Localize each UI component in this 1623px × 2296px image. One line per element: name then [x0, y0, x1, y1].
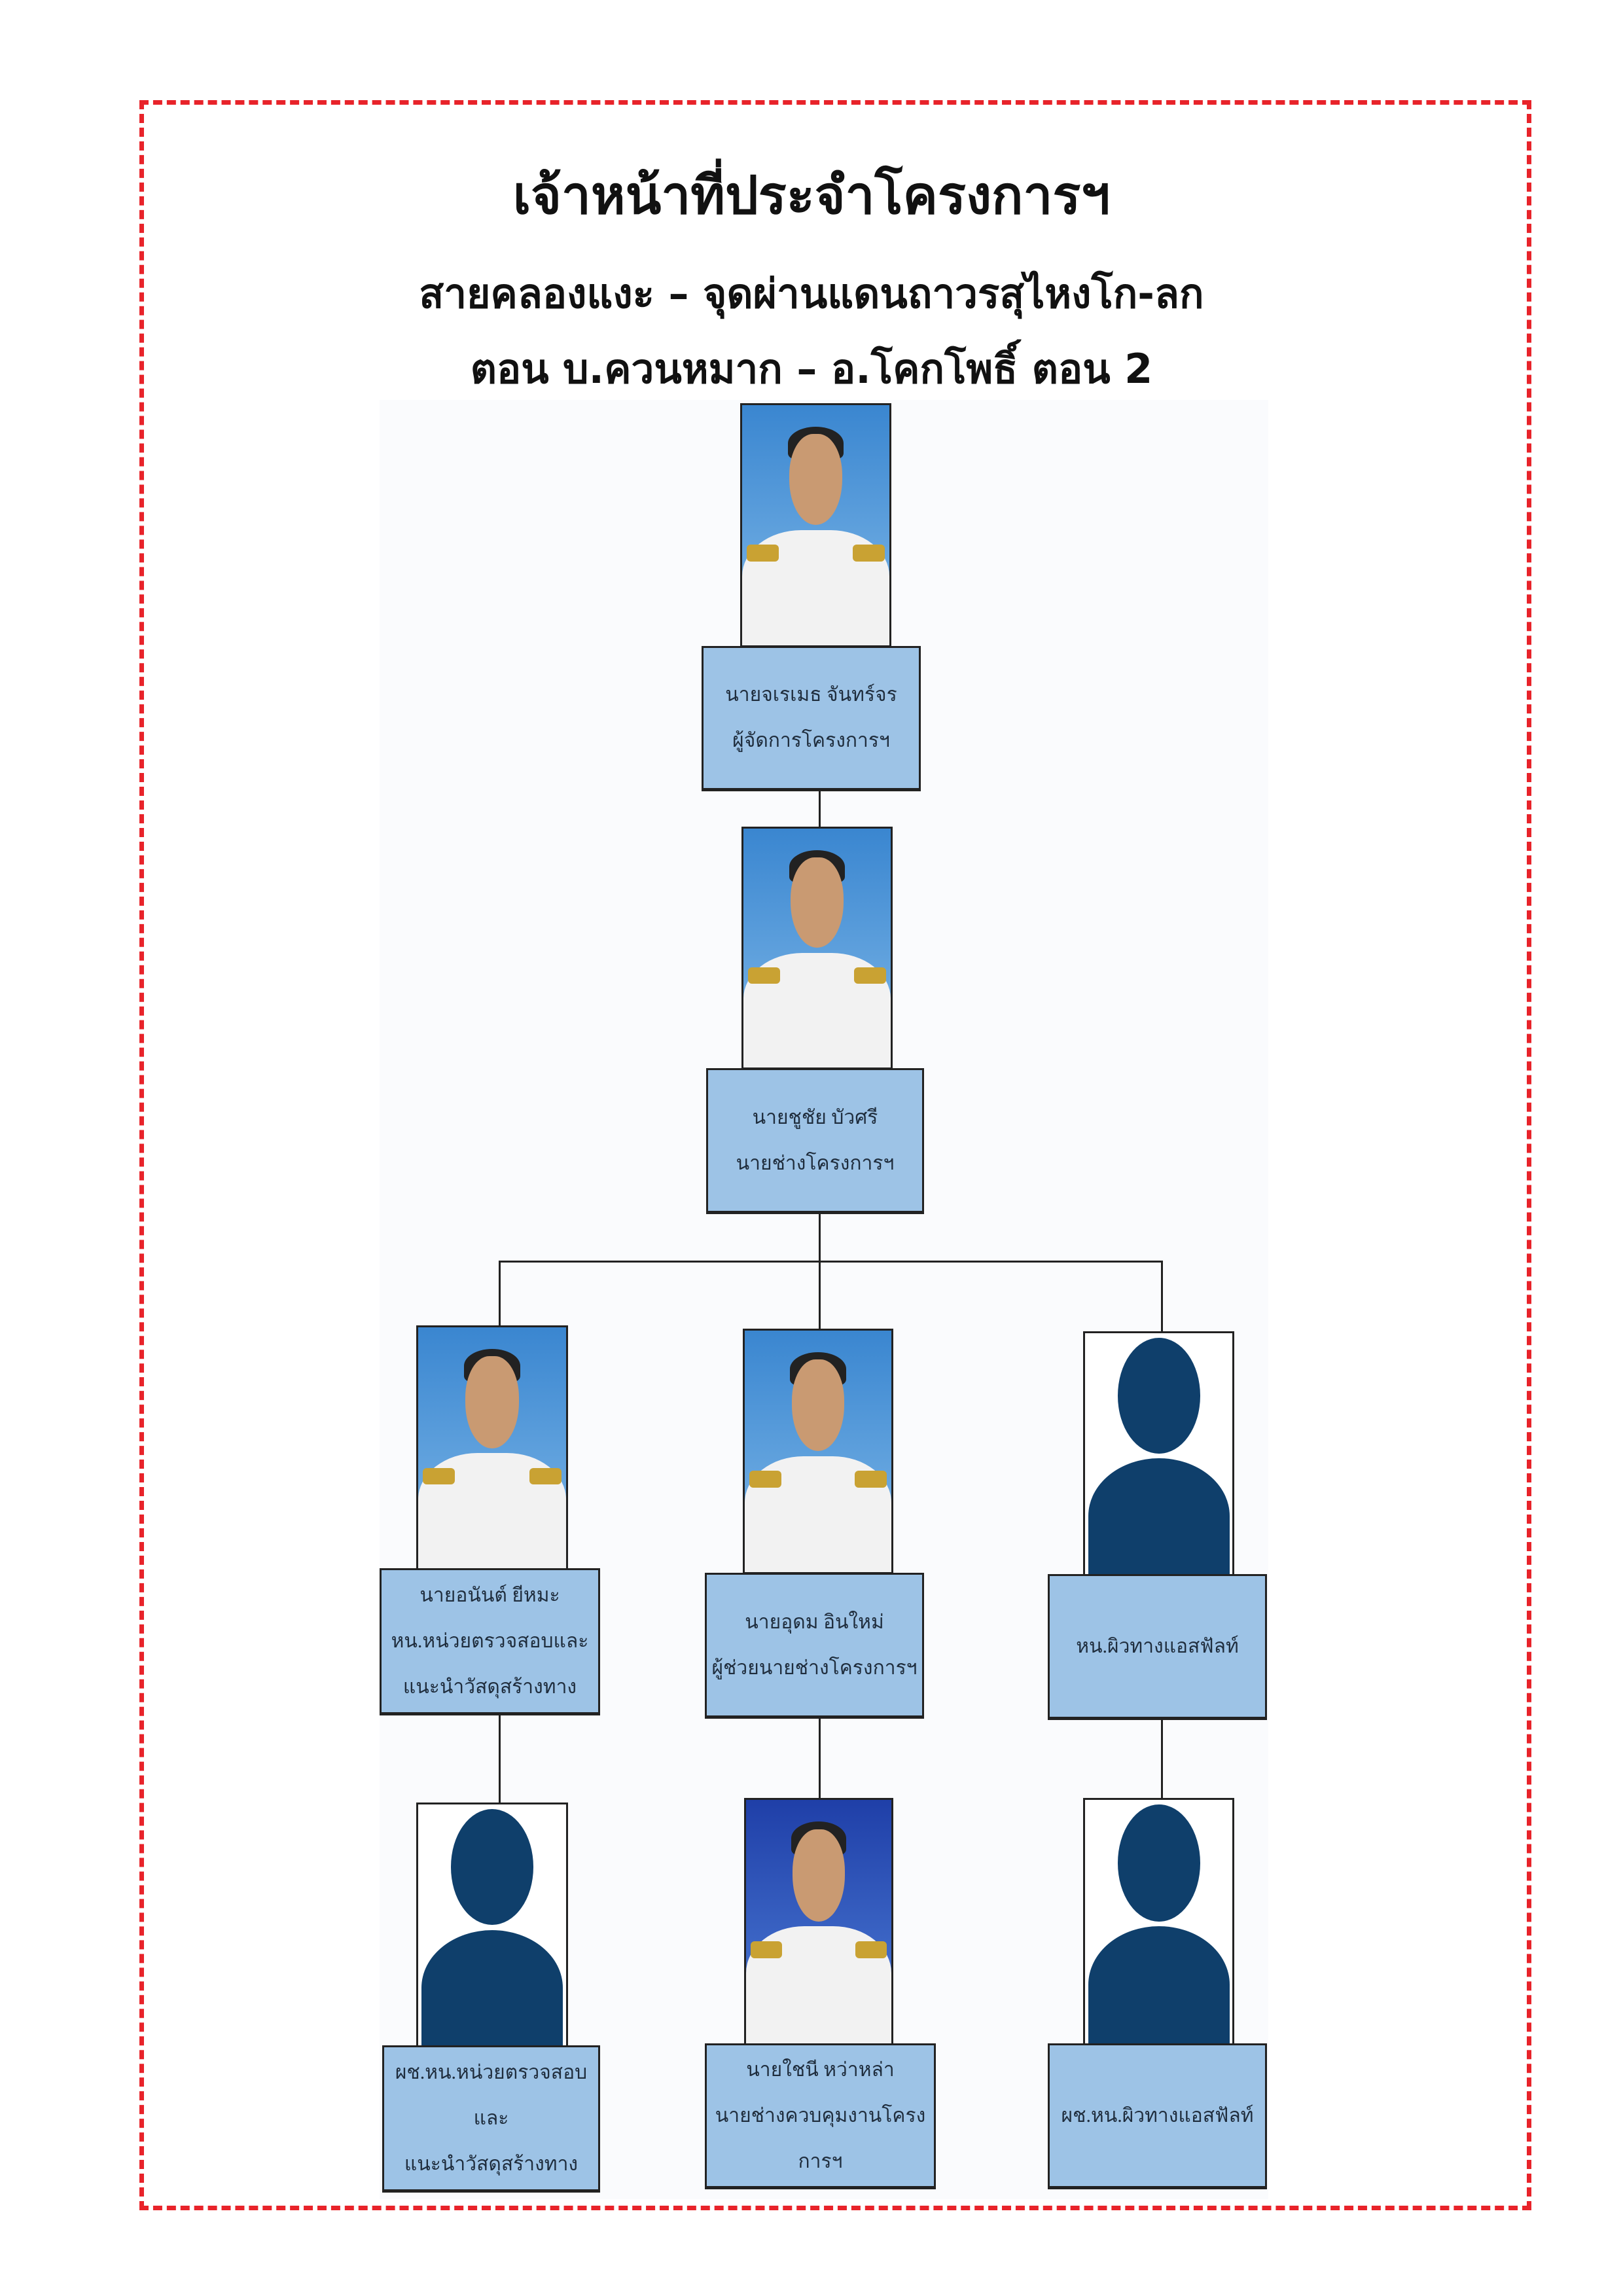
staff-card: นายอุดม อินใหม่ผู้ช่วยนายช่างโครงการฯ: [705, 1573, 924, 1719]
staff-card: นายชูชัย บัวศรีนายช่างโครงการฯ: [706, 1068, 924, 1214]
page-title: เจ้าหน้าที่ประจำโครงการฯ: [512, 165, 1111, 226]
staff-photo: [744, 1798, 893, 2045]
connector-line: [499, 1261, 501, 1326]
staff-card: ผช.หน.ผิวทางแอสฟัลท์: [1048, 2043, 1267, 2189]
person-placeholder-icon: [1083, 1331, 1234, 1576]
staff-card: นายใชนี หว่าหล่านายช่างควบคุมงานโครงการฯ: [705, 2043, 936, 2189]
staff-role-line2: แนะนำวัสดุสร้างทาง: [402, 1676, 577, 1698]
page-border: [139, 100, 1531, 2210]
subtitle-line-2: ตอน บ.ควนหมาก – อ.โคกโพธิ์ ตอน 2: [470, 345, 1153, 393]
staff-photo: [741, 827, 893, 1069]
staff-card: ผช.หน.หน่วยตรวจสอบและแนะนำวัสดุสร้างทาง: [382, 2045, 600, 2193]
staff-name: นายอนันต์ ยีหมะ: [419, 1584, 560, 1606]
connector-line: [499, 1715, 501, 1803]
staff-role: นายช่างโครงการฯ: [736, 1152, 895, 1174]
staff-name: นายจเรเมธ จันทร์จร: [725, 684, 897, 706]
person-placeholder-icon: [1083, 1798, 1234, 2045]
staff-card: นายอนันต์ ยีหมะหน.หน่วยตรวจสอบและแนะนำวั…: [380, 1568, 600, 1715]
staff-card: นายจเรเมธ จันทร์จรผู้จัดการโครงการฯ: [702, 646, 921, 791]
connector-line: [1161, 1720, 1163, 1798]
staff-name: นายใชนี หว่าหล่า: [746, 2058, 895, 2081]
connector-line: [819, 1214, 821, 1261]
staff-role: หน.ผิวทางแอสฟัลท์: [1076, 1635, 1239, 1657]
staff-role: ผู้จัดการโครงการฯ: [732, 730, 890, 751]
connector-line: [499, 1261, 1163, 1263]
connector-line: [819, 1261, 821, 1329]
subtitle-line-1: สายคลองแงะ – จุดผ่านแดนถาวรสุไหงโก-ลก: [419, 270, 1204, 317]
staff-photo: [743, 1329, 893, 1574]
staff-name: นายชูชัย บัวศรี: [752, 1106, 878, 1128]
connector-line: [1161, 1261, 1163, 1331]
person-placeholder-icon: [416, 1803, 568, 2048]
staff-role: นายช่างควบคุมงานโครงการฯ: [715, 2104, 926, 2172]
staff-role: ผช.หน.ผิวทางแอสฟัลท์: [1061, 2104, 1254, 2126]
staff-role: ผู้ช่วยนายช่างโครงการฯ: [711, 1657, 918, 1679]
staff-role-line2: แนะนำวัสดุสร้างทาง: [404, 2153, 579, 2175]
staff-role: หน.หน่วยตรวจสอบและ: [391, 1630, 589, 1652]
connector-line: [819, 791, 821, 827]
connector-line: [819, 1719, 821, 1798]
staff-photo: [416, 1325, 568, 1571]
staff-name: นายอุดม อินใหม่: [745, 1611, 884, 1633]
staff-role: ผช.หน.หน่วยตรวจสอบและ: [395, 2061, 588, 2129]
staff-photo: [740, 403, 891, 647]
staff-card: หน.ผิวทางแอสฟัลท์: [1048, 1574, 1267, 1720]
